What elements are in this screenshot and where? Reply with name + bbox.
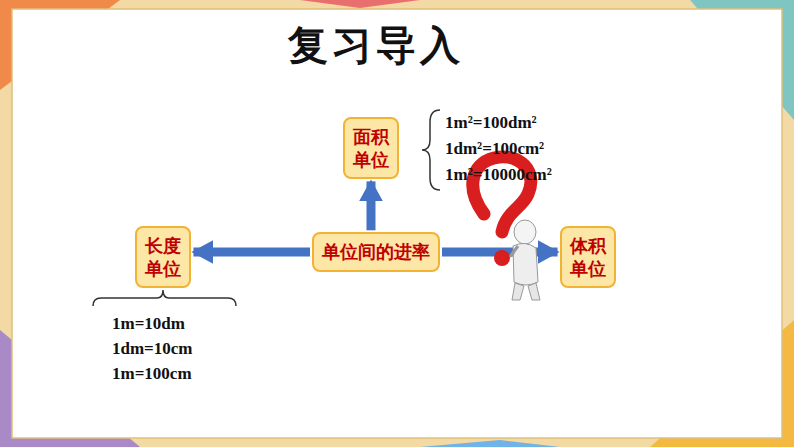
node-text: 体积单位 (570, 234, 607, 281)
area-unit-box: 面积单位 (343, 117, 400, 180)
center-topic-box: 单位间的进率 (312, 232, 440, 271)
curly-brace (422, 110, 440, 190)
bracket (93, 290, 236, 306)
node-text: 长度单位 (145, 234, 182, 281)
arrow-connector (193, 247, 310, 256)
frame-triangle (420, 440, 560, 447)
volume-unit-box: 体积单位 (560, 226, 617, 289)
node-text: 单位间的进率 (322, 240, 430, 263)
conversion-formula: 1dm=10cm (112, 339, 193, 359)
conversion-formula: 1m=10dm (112, 314, 185, 334)
conversion-formula: 1m²=10000cm² (445, 165, 552, 185)
slide-title: 复习导入 (288, 18, 464, 73)
frame-triangle (300, 0, 420, 8)
conversion-formula: 1m²=100dm² (445, 113, 537, 133)
length-unit-box: 长度单位 (135, 226, 192, 289)
conversion-formula: 1m=100cm (112, 364, 192, 384)
node-text: 面积单位 (353, 125, 390, 172)
white-panel (12, 9, 782, 438)
arrow-connector (366, 181, 375, 230)
conversion-formula: 1dm²=100cm² (445, 139, 544, 159)
